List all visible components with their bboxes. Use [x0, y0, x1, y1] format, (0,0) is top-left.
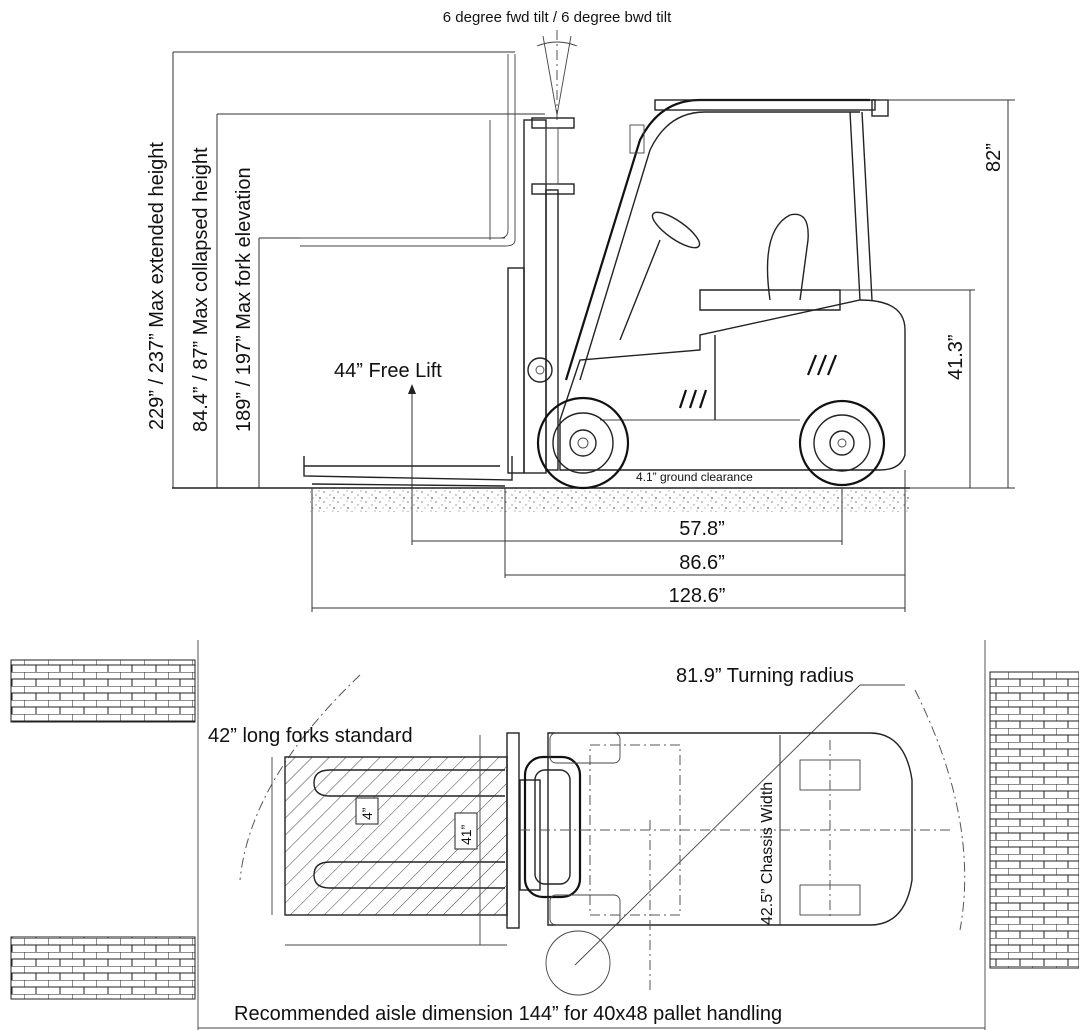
forks	[303, 456, 513, 487]
ground-clearance-label: 4.1” ground clearance	[636, 470, 753, 484]
max-extended-height-label: 229” / 237” Max extended height	[146, 142, 168, 430]
pallet	[271, 735, 508, 946]
right-height-dimensions	[840, 99, 1015, 489]
carriage	[506, 732, 582, 929]
tilt-indicator	[536, 30, 578, 120]
overall-height-label: 82”	[983, 143, 1005, 172]
turning-radius-label: 81.9” Turning radius	[676, 665, 854, 687]
brick-wall-top-left	[10, 659, 196, 723]
pallet-depth-label: 41”	[458, 824, 474, 845]
chassis	[559, 299, 906, 471]
brick-wall-right	[989, 671, 1079, 969]
operator-area	[619, 211, 841, 341]
length-dimension-lines	[311, 470, 906, 612]
truck-body-top	[520, 732, 950, 996]
aisle-note: Recommended aisle dimension 144” for 40x…	[234, 1003, 782, 1025]
mast	[507, 117, 575, 474]
free-lift-label: 44” Free Lift	[334, 360, 442, 382]
ground-surface	[310, 488, 910, 512]
vent-marks	[678, 354, 838, 409]
extended-mast-ghost	[300, 54, 516, 247]
max-fork-elevation-label: 189” / 197” Max fork elevation	[233, 167, 255, 432]
height-dimension-lines	[172, 51, 545, 488]
seat-height-label: 41.3”	[945, 334, 967, 380]
fork-width-box	[355, 797, 379, 825]
tilt-label: 6 degree fwd tilt / 6 degree bwd tilt	[443, 9, 672, 26]
rear-wheel	[798, 399, 886, 487]
chassis-width-label: 42.5” Chassis Width	[759, 782, 776, 925]
overall-length-label: 128.6”	[669, 585, 726, 607]
length-to-fork-face-label: 86.6”	[679, 552, 725, 574]
aisle-outline	[197, 640, 986, 1030]
turning-radius-arc	[239, 674, 966, 966]
fork-width-label: 4”	[359, 807, 375, 820]
forks-label: 42” long forks standard	[208, 725, 413, 747]
wheelbase-label: 57.8”	[679, 518, 725, 540]
brick-wall-bottom-left	[10, 936, 196, 1000]
pallet-depth-box	[454, 812, 478, 850]
top-view: 4” 41” 42.5” Chassis Width 81.9” Turning…	[10, 640, 1079, 1030]
side-view: 6 degree fwd tilt / 6 degree bwd tilt 22…	[146, 9, 1015, 612]
overhead-guard	[564, 98, 889, 381]
front-wheel	[536, 396, 630, 490]
max-collapsed-height-label: 84.4” / 87” Max collapsed height	[190, 147, 212, 432]
